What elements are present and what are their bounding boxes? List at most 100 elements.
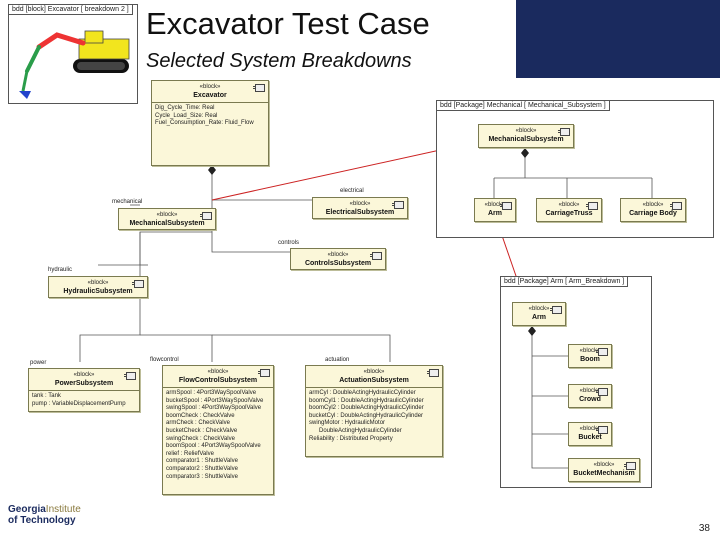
block-stereotype: «block» xyxy=(156,212,178,218)
block-icon xyxy=(558,128,570,136)
block-name: ActuationSubsystem xyxy=(339,377,409,384)
boom-block[interactable]: «block» Boom xyxy=(568,344,612,368)
excavator-illustration xyxy=(19,30,130,99)
block-icon xyxy=(596,348,608,356)
header-bar xyxy=(516,0,720,78)
attribute: boomSpool : 4Port3WaySpoolValve xyxy=(166,443,261,450)
mechanical-subsystem-block[interactable]: «block» MechanicalSubsystem xyxy=(118,208,216,230)
block-stereotype: «block» xyxy=(579,388,601,394)
attribute: armCheck : CheckValve xyxy=(166,420,230,427)
carriage-body-block[interactable]: «block» Carriage Body xyxy=(620,198,686,222)
logo-line2: of Technology xyxy=(8,515,76,526)
block-attributes: Dig_Cycle_Time: Real Cycle_Load_Size: Re… xyxy=(152,102,268,130)
block-name: MechanicalSubsystem xyxy=(488,136,564,143)
electrical-subsystem-block[interactable]: «block» ElectricalSubsystem xyxy=(312,197,408,219)
attribute: Dig_Cycle_Time: Real xyxy=(155,105,215,111)
logo-line1-suffix: Institute xyxy=(45,504,81,515)
arm-parent-block[interactable]: «block» Arm xyxy=(512,302,566,326)
block-stereotype: «block» xyxy=(579,426,601,432)
block-stereotype: «block» xyxy=(593,462,615,468)
block-name: Crowd xyxy=(579,396,601,403)
block-icon xyxy=(500,202,512,210)
role-label: flowcontrol xyxy=(150,357,179,363)
role-label: power xyxy=(30,360,47,366)
role-label: actuation xyxy=(325,357,350,363)
attribute: comparator3 : ShuttleValve xyxy=(166,473,238,480)
attribute: armCyl : DoubleActingHydraulicCylinder xyxy=(309,390,416,396)
power-subsystem-block[interactable]: «block» PowerSubsystem tank : Tank pump … xyxy=(28,368,140,412)
crowd-block[interactable]: «block» Crowd xyxy=(568,384,612,408)
frame-label: bdd [Package] Arm [ Arm_Breakdown ] xyxy=(501,277,629,287)
hydraulic-subsystem-block[interactable]: «block» HydraulicSubsystem xyxy=(48,276,148,298)
slide-subtitle: Selected System Breakdowns xyxy=(146,50,412,72)
role-label: controls xyxy=(278,240,300,246)
georgia-tech-logo: GeorgiaInstitute of Technology xyxy=(8,504,81,526)
block-name: CarriageTruss xyxy=(545,210,593,217)
block-stereotype: «block» xyxy=(363,369,385,375)
block-stereotype: «block» xyxy=(199,84,221,90)
attribute: boomCyl1 : DoubleActingHydraulicCylinder xyxy=(309,397,424,404)
attribute: bucketSpool : 4Port3WaySpoolValve xyxy=(166,397,264,404)
block-stereotype: «block» xyxy=(349,201,371,207)
block-name: Excavator xyxy=(193,92,227,99)
excavator-block[interactable]: «block» Excavator Dig_Cycle_Time: Real C… xyxy=(151,80,269,166)
block-stereotype: «block» xyxy=(484,202,506,208)
block-name: BucketMechanism xyxy=(573,470,635,477)
block-name: MechanicalSubsystem xyxy=(129,220,205,227)
role-label: hydraulic xyxy=(48,267,73,273)
role-label: electrical xyxy=(340,188,364,194)
block-attributes: tank : Tank pump : VariableDisplacementP… xyxy=(29,390,139,410)
block-stereotype: «block» xyxy=(558,202,580,208)
attribute: armSpool : 4Port3WaySpoolValve xyxy=(166,390,257,396)
flowcontrol-subsystem-block[interactable]: «block» FlowControlSubsystem armSpool : … xyxy=(162,365,274,495)
attribute: Fuel_Consumption_Rate: Fluid_Flow xyxy=(155,120,254,127)
attribute: swingSpool : 4Port3WaySpoolValve xyxy=(166,405,262,412)
logo-line1: Georgia xyxy=(8,504,46,515)
attribute: relief : ReliefValve xyxy=(166,450,214,457)
block-icon xyxy=(124,372,136,380)
block-name: PowerSubsystem xyxy=(54,380,114,387)
attribute: boomCheck : CheckValve xyxy=(166,412,235,419)
block-attributes: armSpool : 4Port3WaySpoolValve bucketSpo… xyxy=(163,387,273,483)
slide-title: Excavator Test Case xyxy=(146,6,430,41)
bucket-block[interactable]: «block» Bucket xyxy=(568,422,612,446)
block-icon xyxy=(392,201,404,209)
bucket-mechanism-block[interactable]: «block» BucketMechanism xyxy=(568,458,640,482)
thumbnail-frame: bdd [block] Excavator [ breakdown 2 ] xyxy=(8,4,138,104)
block-name: Boom xyxy=(580,356,600,363)
block-stereotype: «block» xyxy=(327,252,349,258)
arm-block[interactable]: «block» Arm xyxy=(474,198,516,222)
attribute: bucketCheck : CheckValve xyxy=(166,427,238,434)
block-icon xyxy=(132,280,144,288)
block-icon xyxy=(200,212,212,220)
frame-label: bdd [Package] Mechanical [ Mechanical_Su… xyxy=(437,101,610,111)
block-icon xyxy=(258,369,270,377)
block-stereotype: «block» xyxy=(73,372,95,378)
block-attributes: armCyl : DoubleActingHydraulicCylinder b… xyxy=(306,387,442,445)
block-stereotype: «block» xyxy=(642,202,664,208)
attribute: comparator1 : ShuttleValve xyxy=(166,458,238,465)
block-stereotype: «block» xyxy=(207,369,229,375)
attribute: Reliability : Distributed Property xyxy=(309,435,393,442)
block-name: Bucket xyxy=(578,434,602,441)
block-name: FlowControlSubsystem xyxy=(178,377,258,384)
block-icon xyxy=(596,388,608,396)
block-stereotype: «block» xyxy=(87,280,109,286)
thumbnail-frame-label: bdd [block] Excavator [ breakdown 2 ] xyxy=(9,5,133,15)
block-icon xyxy=(596,426,608,434)
block-name: HydraulicSubsystem xyxy=(63,288,133,295)
attribute: bucketCyl : DoubleActingHydraulicCylinde… xyxy=(309,412,424,419)
block-name: Arm xyxy=(531,314,546,321)
attribute: Cycle_Load_Size: Real xyxy=(155,112,218,119)
block-icon xyxy=(370,252,382,260)
attribute: DoubleActingHydraulicCylinder xyxy=(319,427,402,434)
mechanical-parent-block[interactable]: «block» MechanicalSubsystem xyxy=(478,124,574,148)
block-icon xyxy=(550,306,562,314)
block-stereotype: «block» xyxy=(515,128,537,134)
block-icon xyxy=(253,84,265,92)
controls-subsystem-block[interactable]: «block» ControlsSubsystem xyxy=(290,248,386,270)
actuation-subsystem-block[interactable]: «block» ActuationSubsystem armCyl : Doub… xyxy=(305,365,443,457)
carriage-truss-block[interactable]: «block» CarriageTruss xyxy=(536,198,602,222)
page-number: 38 xyxy=(698,523,710,534)
